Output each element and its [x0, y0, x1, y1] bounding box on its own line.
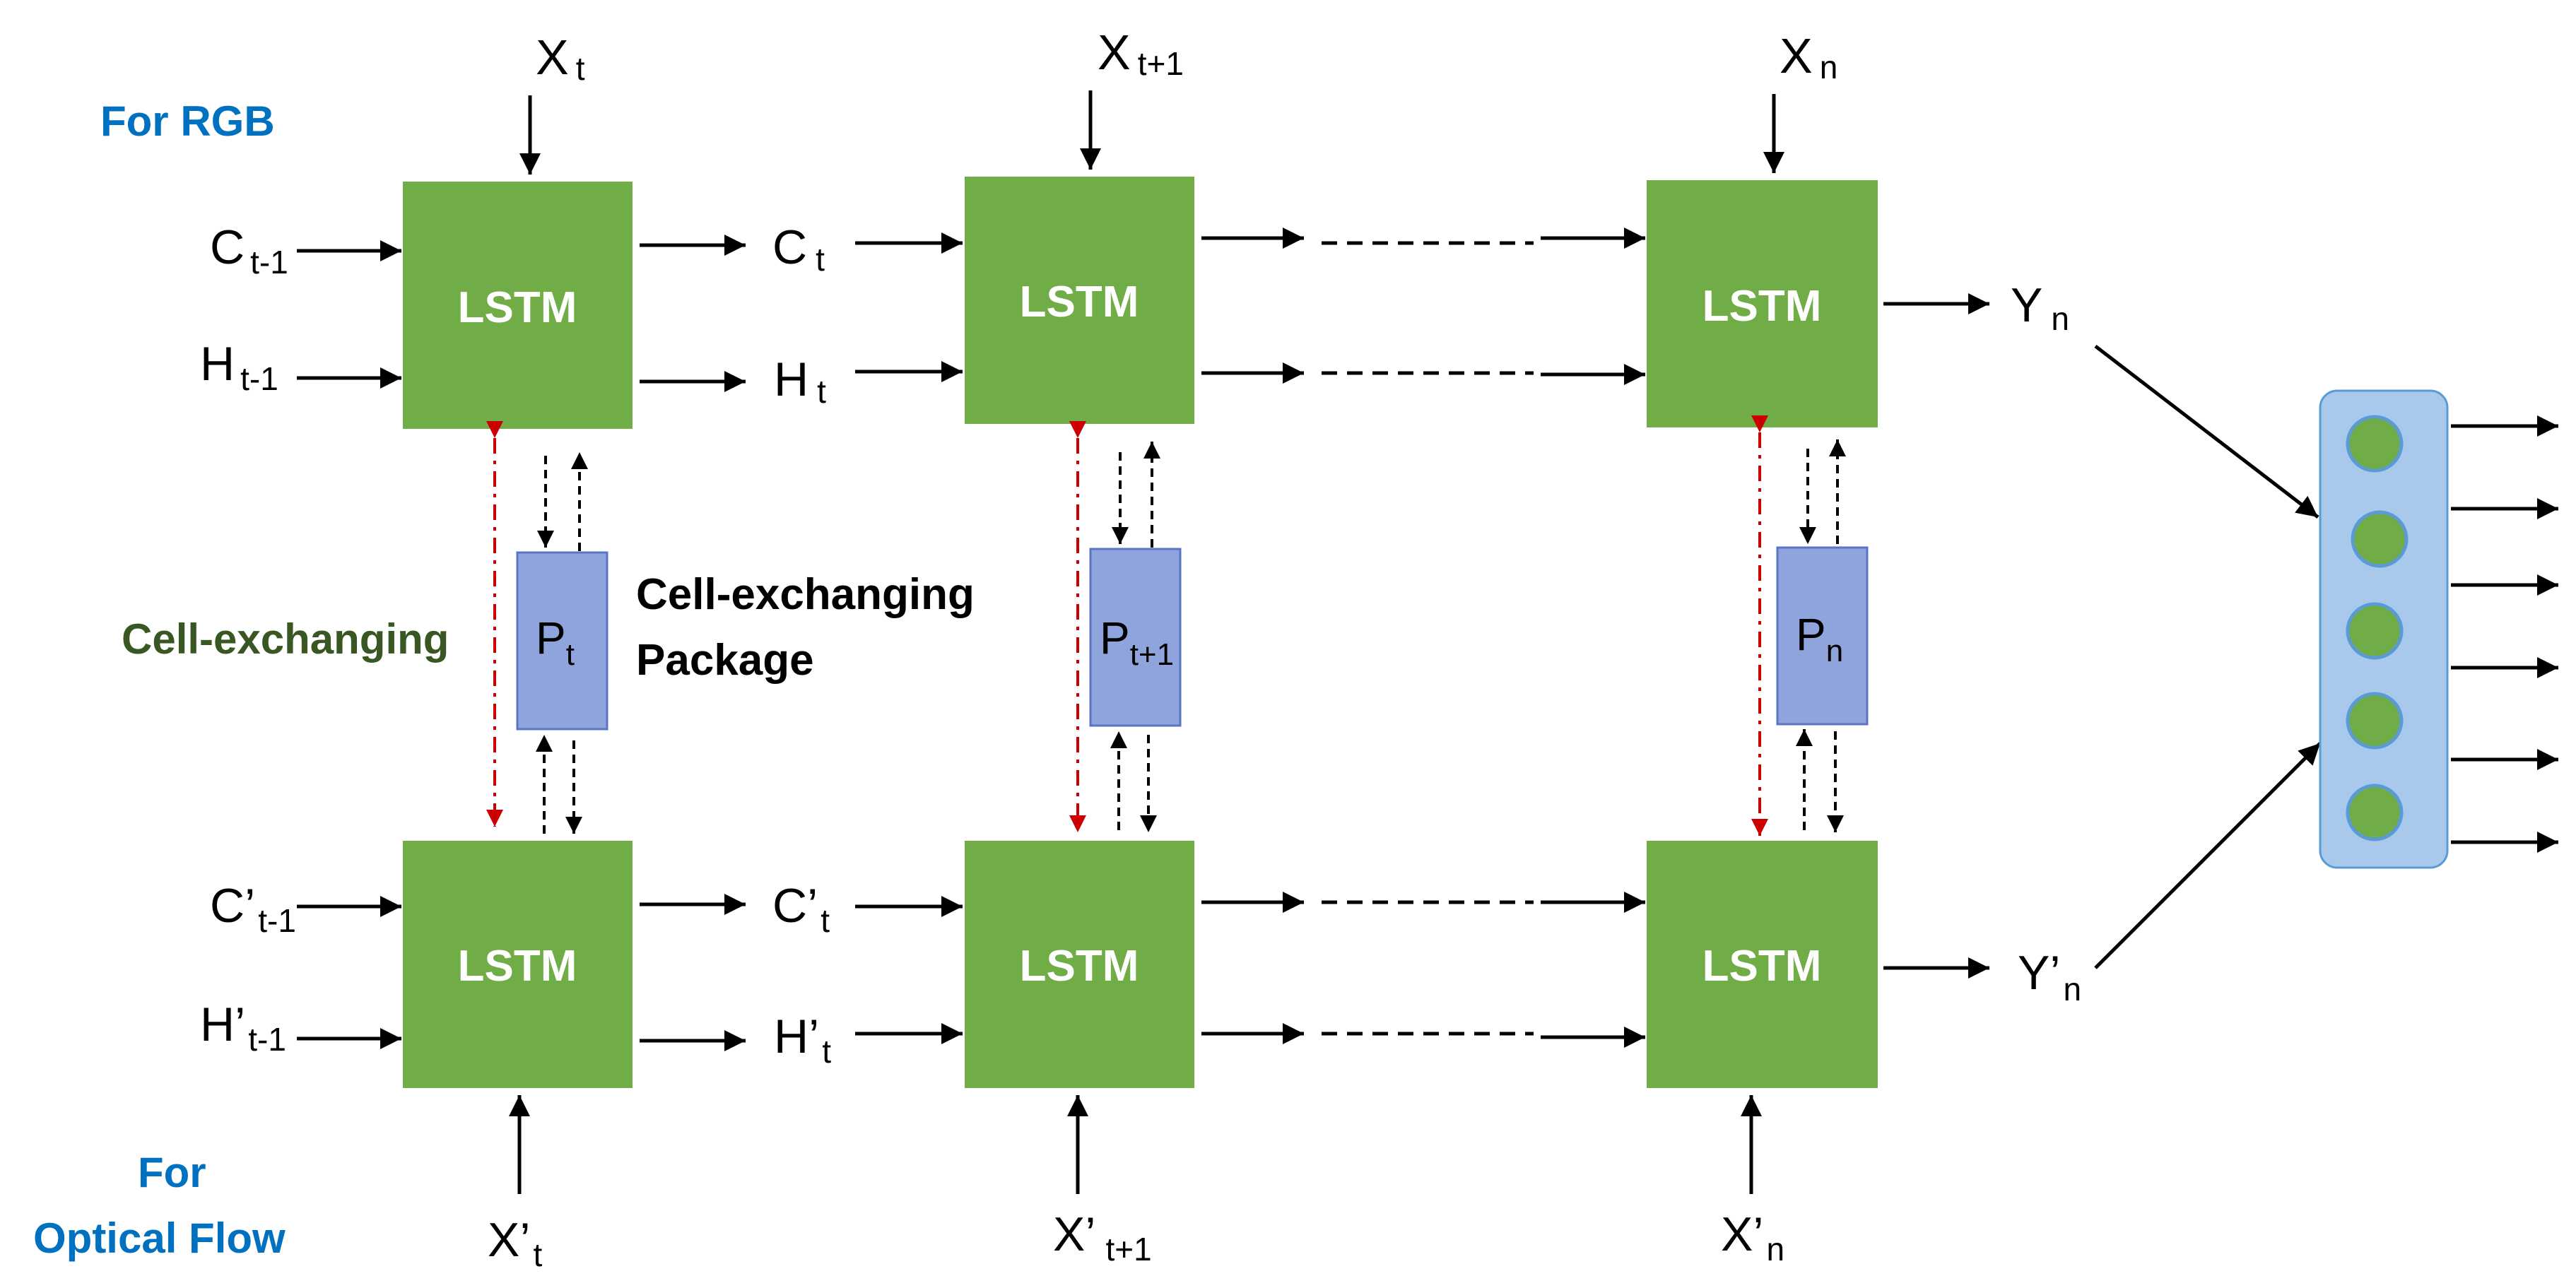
lstm-bottom-2-label: LSTM	[1020, 942, 1139, 991]
package-3-label: Pn	[1796, 609, 1843, 668]
lstm-bottom-3: LSTM	[1647, 841, 1878, 1088]
arrow-y-to-output	[2094, 345, 2319, 519]
lstm-bottom-1-label: LSTM	[458, 942, 577, 991]
lstm-top-1: LSTM	[403, 182, 633, 429]
package-2: Pt+1	[1089, 548, 1182, 727]
input-x-prime-n: X’n	[1721, 1207, 1784, 1268]
optical-flow-label-line1: For	[138, 1149, 206, 1196]
rgb-label: For RGB	[100, 98, 275, 145]
arrow-y-prime-to-output	[2094, 742, 2322, 969]
package-arrows	[536, 439, 1846, 834]
package-2-label: Pt+1	[1100, 613, 1174, 672]
lstm-top-2-label: LSTM	[1020, 278, 1139, 326]
output-arrows	[2451, 415, 2558, 853]
output-node	[2346, 692, 2404, 750]
package-label-line1: Cell-exchanging	[636, 570, 975, 619]
package-1: Pt	[516, 551, 608, 731]
lstm-top-3-label: LSTM	[1702, 282, 1822, 331]
input-h-prime-t-1: H’t-1	[200, 998, 286, 1058]
input-x-prime-t: X’t	[488, 1213, 542, 1273]
package-1-label: Pt	[536, 613, 575, 672]
output-nodes	[2346, 415, 2409, 841]
lstm-top-1-label: LSTM	[458, 283, 577, 332]
label-c-prime-t: C’t	[772, 879, 830, 939]
optical-flow-label-line2: Optical Flow	[33, 1215, 286, 1262]
cell-exchanging-label: Cell-exchanging	[122, 615, 449, 663]
output-node	[2346, 602, 2404, 660]
lstm-bottom-1: LSTM	[403, 841, 633, 1088]
lstm-bottom-2: LSTM	[965, 841, 1194, 1088]
lstm-top-2: LSTM	[965, 177, 1194, 424]
output-y-prime-n: Y’n	[2018, 946, 2081, 1008]
lstm-top-3: LSTM	[1647, 180, 1878, 427]
output-node	[2346, 415, 2404, 473]
package-3: Pn	[1776, 546, 1869, 726]
output-node	[2351, 510, 2409, 568]
input-x-prime-t1: X’t+1	[1053, 1207, 1152, 1268]
package-label-line2: Package	[636, 636, 814, 685]
output-node	[2346, 784, 2404, 841]
lstm-bottom-3-label: LSTM	[1702, 942, 1822, 991]
label-h-prime-t: H’t	[774, 1010, 831, 1070]
input-c-prime-t-1: C’t-1	[210, 879, 296, 939]
